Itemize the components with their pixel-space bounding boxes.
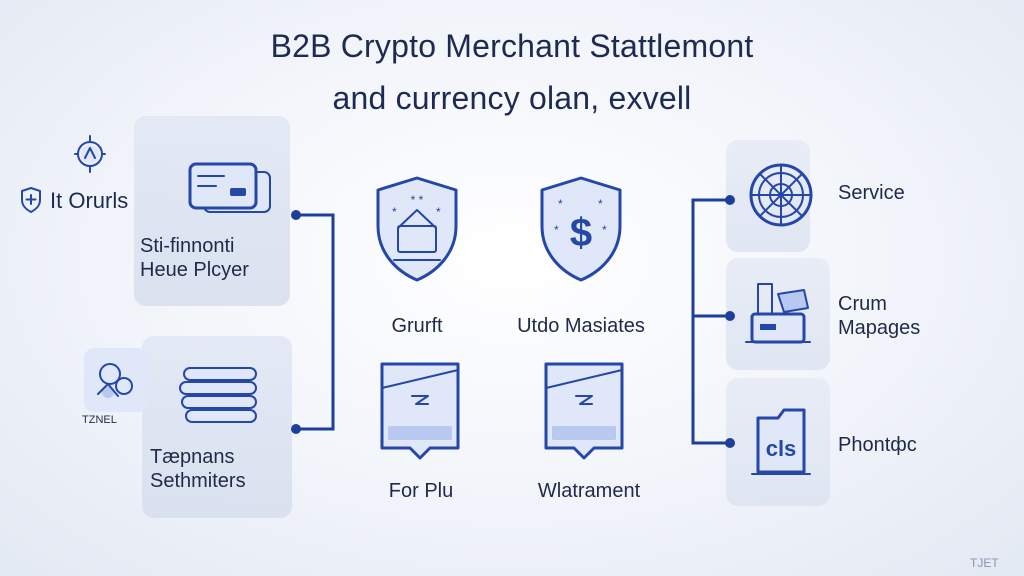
machine-icon (745, 283, 811, 344)
shield-plus-icon (21, 187, 41, 213)
shield-envelope-icon: * * * * (376, 176, 458, 282)
right-item-label: Service (838, 182, 905, 204)
svg-text:cls: cls (766, 436, 797, 461)
right-item-line1: Crum (838, 293, 887, 315)
connector-dot (725, 438, 735, 448)
center-item-label: Utdo Masiates (517, 315, 645, 337)
message-card-icon (380, 362, 460, 460)
globe-wheel-icon (749, 163, 813, 227)
left-card2-line1: Tæpnans (150, 446, 235, 468)
stack-icon (179, 367, 257, 423)
watermark: TJET (970, 556, 999, 570)
center-item-label: Wlatrament (537, 480, 641, 502)
left-bracket-line (296, 213, 335, 431)
right-item-line2: Mapages (838, 317, 921, 339)
svg-text:*: * (554, 223, 559, 237)
svg-text:$: $ (570, 211, 592, 255)
svg-text:*: * (558, 197, 563, 211)
connector-dot (291, 210, 301, 220)
left-card1-line2: Heue Plcyer (140, 259, 249, 281)
brand-label: It Orurls (50, 188, 129, 213)
badge-label: TZNEL (82, 414, 117, 426)
document-icon: cls (751, 408, 811, 475)
svg-text:*: * (436, 205, 441, 219)
network-badge-icon (84, 348, 148, 412)
right-bracket-line (691, 198, 730, 445)
svg-text:*: * (598, 197, 603, 211)
connector-dot (291, 424, 301, 434)
page-title-line1: B2B Crypto Merchant Stattlemont (270, 28, 754, 64)
connector-dot (725, 311, 735, 321)
center-item-label: For Plu (388, 480, 454, 502)
shield-dollar-icon: $ * * * * (540, 176, 622, 282)
message-card-icon (544, 362, 624, 460)
svg-text:* *: * * (411, 193, 424, 207)
center-item-label: Grurft (391, 315, 443, 337)
payment-card-icon (188, 162, 271, 213)
svg-text:*: * (392, 205, 397, 219)
svg-text:*: * (602, 223, 607, 237)
left-card1-line1: Sti-finnonti (140, 235, 235, 257)
settings-badge-icon (74, 135, 106, 173)
page-title-line2: and currency olan, exvell (332, 80, 692, 116)
connector-dot (725, 195, 735, 205)
left-card2-line2: Sethmiters (150, 470, 246, 492)
right-item-label: Phontфc (838, 434, 917, 456)
left-card-bottom (142, 336, 292, 518)
